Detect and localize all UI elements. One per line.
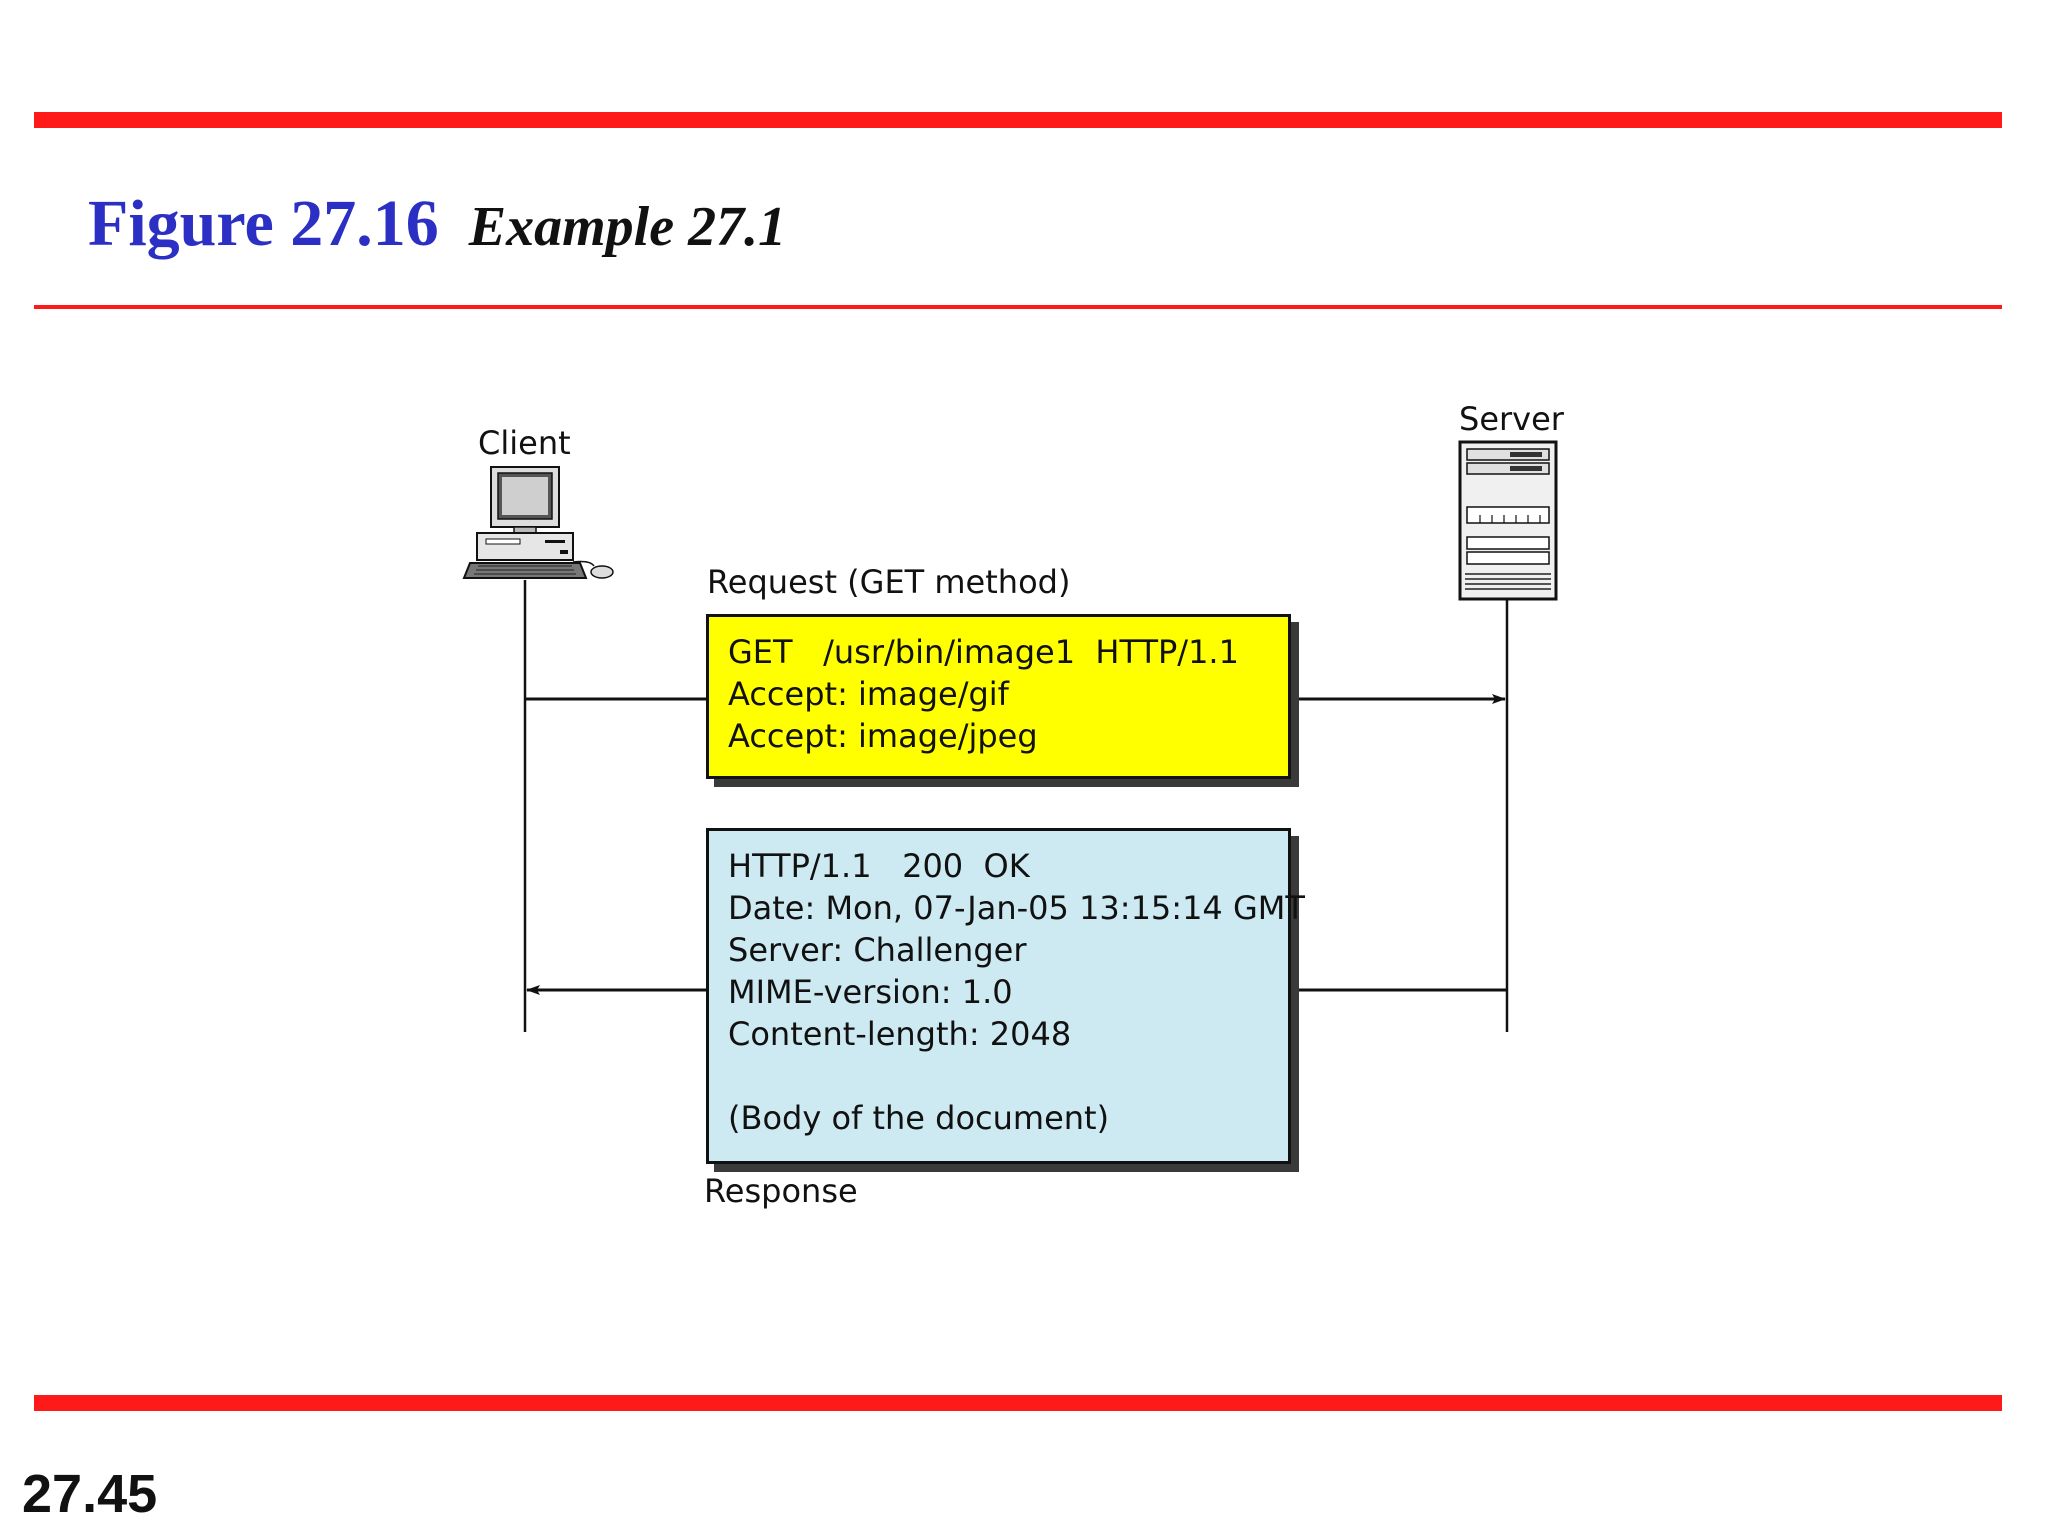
response-header-line: Content-length: 2048 — [728, 1015, 1072, 1053]
response-body-line: (Body of the document) — [728, 1099, 1110, 1137]
figure-number: Figure 27.16 — [88, 187, 439, 260]
desktop-computer-icon — [462, 466, 614, 579]
title-underline-rule — [34, 305, 2002, 309]
response-label: Response — [704, 1172, 858, 1210]
request-line: GET /usr/bin/image1 HTTP/1.1 — [728, 633, 1239, 671]
server-tower-icon — [1458, 440, 1558, 601]
response-header-line: Date: Mon, 07-Jan-05 13:15:14 GMT — [728, 889, 1305, 927]
request-header-line: Accept: image/jpeg — [728, 717, 1038, 755]
response-header-line: Server: Challenger — [728, 931, 1027, 969]
request-label: Request (GET method) — [707, 563, 1071, 601]
bottom-red-rule — [34, 1395, 2002, 1411]
page-number: 27.45 — [22, 1464, 158, 1524]
status-line: HTTP/1.1 200 OK — [728, 847, 1030, 885]
request-header-line: Accept: image/gif — [728, 675, 1009, 713]
top-red-rule — [34, 112, 2002, 128]
slide-title: Figure 27.16 Example 27.1 — [88, 186, 786, 262]
server-label: Server — [1459, 400, 1564, 438]
figure-caption: Example 27.1 — [468, 196, 787, 258]
response-header-line: MIME-version: 1.0 — [728, 973, 1013, 1011]
request-message-box: GET /usr/bin/image1 HTTP/1.1 Accept: ima… — [706, 614, 1291, 779]
client-label: Client — [478, 424, 571, 462]
response-message-box: HTTP/1.1 200 OK Date: Mon, 07-Jan-05 13:… — [706, 828, 1305, 1164]
blank-line — [728, 1055, 1288, 1097]
